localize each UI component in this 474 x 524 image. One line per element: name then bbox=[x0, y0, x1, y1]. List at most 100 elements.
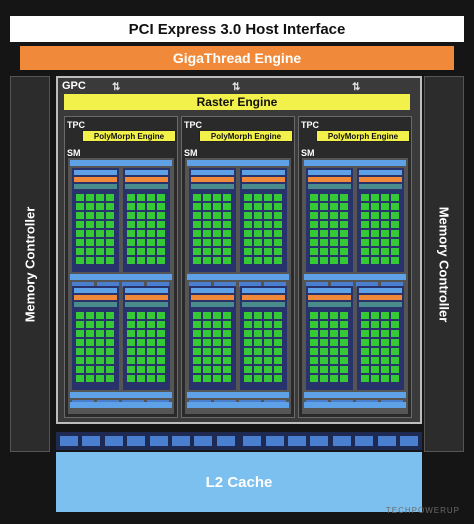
cuda-core bbox=[254, 312, 262, 319]
cuda-core bbox=[157, 257, 165, 264]
cuda-core bbox=[264, 221, 272, 228]
dispatch-unit bbox=[125, 295, 168, 300]
cuda-core bbox=[330, 203, 338, 210]
texture-unit bbox=[122, 282, 144, 287]
cuda-core bbox=[361, 339, 369, 346]
cuda-core bbox=[264, 212, 272, 219]
cuda-core bbox=[330, 366, 338, 373]
instruction-buffer bbox=[242, 170, 285, 175]
cuda-core bbox=[371, 312, 379, 319]
arrow-icon: ⇅ bbox=[232, 82, 241, 93]
cuda-core bbox=[106, 194, 114, 201]
cuda-core bbox=[330, 375, 338, 382]
cuda-core bbox=[213, 321, 221, 328]
cuda-core bbox=[137, 339, 145, 346]
cuda-core bbox=[340, 239, 348, 246]
cuda-core bbox=[157, 321, 165, 328]
l2-slice bbox=[265, 436, 284, 446]
cuda-core bbox=[127, 366, 135, 373]
cuda-core bbox=[223, 203, 231, 210]
cuda-core bbox=[76, 239, 84, 246]
cuda-core bbox=[391, 203, 399, 210]
l2-slice bbox=[60, 436, 78, 446]
cuda-core bbox=[254, 239, 262, 246]
cuda-core bbox=[381, 330, 389, 337]
cuda-core bbox=[340, 330, 348, 337]
cuda-core bbox=[254, 221, 262, 228]
cuda-core bbox=[244, 348, 252, 355]
cuda-core bbox=[340, 248, 348, 255]
cuda-core bbox=[96, 339, 104, 346]
cuda-core bbox=[137, 348, 145, 355]
cuda-core bbox=[310, 339, 318, 346]
cuda-core bbox=[320, 248, 328, 255]
texture-unit bbox=[239, 282, 261, 287]
instruction-buffer bbox=[359, 170, 402, 175]
memory-controller-left-label: Memory Controller bbox=[22, 206, 38, 322]
register-file bbox=[242, 302, 285, 307]
cuda-core bbox=[361, 357, 369, 364]
cuda-core bbox=[274, 375, 282, 382]
cuda-core bbox=[340, 339, 348, 346]
tpc-label: TPC bbox=[301, 120, 319, 130]
cuda-core bbox=[381, 321, 389, 328]
cuda-core bbox=[254, 366, 262, 373]
cuda-core bbox=[96, 330, 104, 337]
dispatch-unit bbox=[359, 177, 402, 182]
cuda-core bbox=[213, 230, 221, 237]
register-file bbox=[308, 302, 351, 307]
cuda-core bbox=[320, 212, 328, 219]
texture-unit bbox=[264, 282, 286, 287]
dispatch-unit bbox=[74, 295, 117, 300]
register-file bbox=[74, 302, 117, 307]
cuda-core bbox=[371, 348, 379, 355]
cuda-core bbox=[330, 212, 338, 219]
watermark-text: TECHPOWERUP bbox=[385, 506, 460, 515]
cuda-core bbox=[137, 312, 145, 319]
cuda-core bbox=[244, 203, 252, 210]
cuda-core bbox=[96, 366, 104, 373]
cuda-core bbox=[86, 375, 94, 382]
cuda-core bbox=[371, 366, 379, 373]
cuda-core bbox=[274, 212, 282, 219]
cuda-core bbox=[361, 312, 369, 319]
cuda-core bbox=[310, 375, 318, 382]
cuda-core bbox=[127, 221, 135, 228]
cuda-core bbox=[86, 366, 94, 373]
texture-unit bbox=[356, 282, 378, 287]
cuda-core bbox=[274, 366, 282, 373]
cuda-core bbox=[127, 375, 135, 382]
cuda-core bbox=[223, 375, 231, 382]
cuda-core bbox=[330, 257, 338, 264]
cuda-core bbox=[203, 203, 211, 210]
cuda-core bbox=[137, 221, 145, 228]
cuda-core bbox=[213, 330, 221, 337]
cuda-core bbox=[320, 239, 328, 246]
texture-unit bbox=[381, 282, 403, 287]
dispatch-unit bbox=[359, 295, 402, 300]
cuda-core bbox=[193, 221, 201, 228]
cuda-core bbox=[86, 357, 94, 364]
cuda-core bbox=[274, 312, 282, 319]
cuda-core bbox=[381, 239, 389, 246]
instruction-cache bbox=[70, 160, 172, 166]
cuda-core bbox=[96, 194, 104, 201]
cuda-core bbox=[76, 248, 84, 255]
cuda-core bbox=[381, 348, 389, 355]
cuda-core bbox=[137, 357, 145, 364]
cuda-core bbox=[86, 212, 94, 219]
cuda-core bbox=[76, 312, 84, 319]
cuda-core bbox=[391, 312, 399, 319]
cuda-core bbox=[330, 239, 338, 246]
cuda-core bbox=[213, 248, 221, 255]
arrow-icon: ⇅ bbox=[112, 82, 121, 93]
texture-unit bbox=[306, 282, 328, 287]
cuda-core bbox=[106, 357, 114, 364]
cuda-core bbox=[193, 375, 201, 382]
cuda-core bbox=[106, 203, 114, 210]
register-file bbox=[191, 184, 234, 189]
cuda-core bbox=[330, 348, 338, 355]
cuda-core bbox=[320, 221, 328, 228]
cuda-core bbox=[147, 230, 155, 237]
cuda-core bbox=[371, 221, 379, 228]
